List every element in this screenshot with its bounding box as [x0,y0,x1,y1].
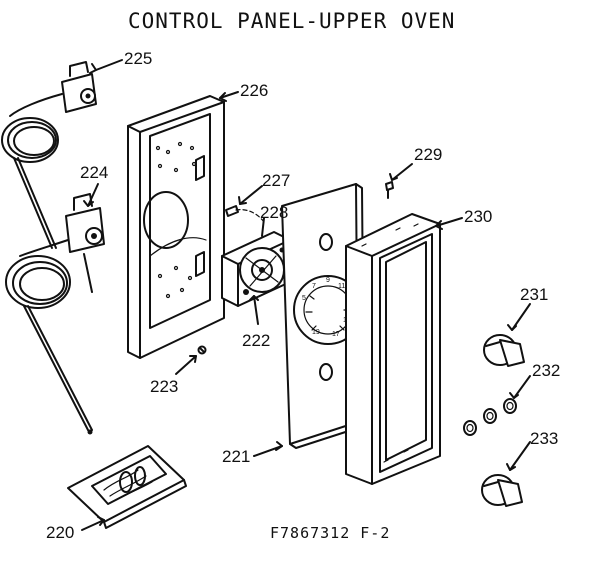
dial-mark: 7 [312,283,316,290]
callout-224: 224 [80,163,108,182]
callout-221: 221 [222,447,250,466]
dial-mark: 5 [302,295,306,302]
callout-223: 223 [150,377,178,396]
dial-mark: 17 [332,331,340,338]
knob-inserts-232 [463,398,517,436]
dial-mark: 9 [326,277,330,284]
instruction-card-220 [67,445,187,529]
thermostat-225 [1,61,97,249]
callout-231: 231 [520,285,548,304]
dial-mark: 19 [312,329,320,336]
dial-mark: 11 [338,283,345,290]
switch-assembly-222 [221,231,291,307]
callout-222: 222 [242,331,270,350]
callout-227: 227 [262,171,290,190]
screw-229 [385,181,394,199]
callout-230: 230 [464,207,492,226]
callout-228: 228 [260,203,288,222]
screw-227 [225,205,265,223]
callout-233: 233 [530,429,558,448]
callout-226: 226 [240,81,268,100]
callout-225: 225 [124,49,152,68]
screw-223 [197,345,207,355]
knob-231 [483,334,525,367]
bezel-frame-230 [345,213,441,485]
leader-lines [81,59,531,531]
callout-232: 232 [532,361,560,380]
callout-229: 229 [414,145,442,164]
callouts: 225 224 226 227 228 222 223 229 230 231 … [46,49,560,542]
knob-233 [481,474,523,507]
panel-back-226 [127,95,225,359]
figure-code: F7867312 F-2 [270,524,390,542]
callout-220: 220 [46,523,74,542]
thermostat-224 [5,193,105,435]
diagram-title: CONTROL PANEL-UPPER OVEN [128,9,455,33]
